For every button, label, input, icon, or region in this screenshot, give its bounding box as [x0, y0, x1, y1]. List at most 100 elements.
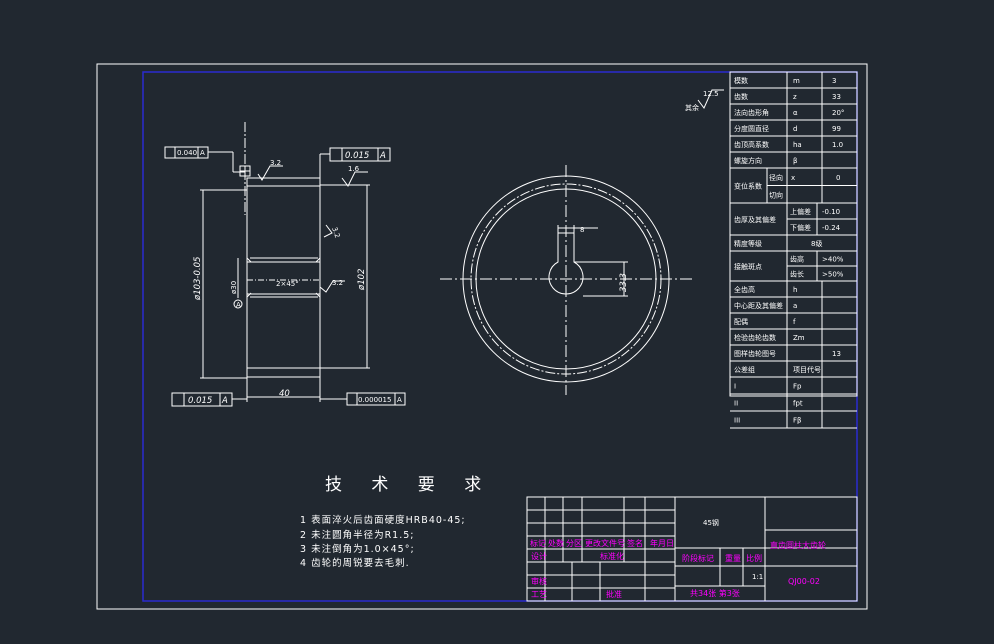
param-sub: 切向	[769, 190, 783, 199]
param-label: 齿数	[734, 92, 748, 101]
tol-bottom-right-ref: A	[397, 396, 402, 404]
tol-top-left-ref: A	[200, 149, 205, 157]
weight: 重量	[725, 553, 741, 563]
roughness-all-label: 其余	[685, 103, 699, 112]
hdr-4: 签名	[627, 538, 643, 548]
requirements-title: 技 术 要 求	[325, 475, 494, 495]
params-table	[730, 72, 857, 428]
param-value: >50%	[822, 271, 844, 279]
param-value: 1.0	[832, 141, 843, 149]
front-view	[440, 90, 724, 395]
param-label: 模数	[734, 76, 748, 85]
scale: 1:1	[752, 573, 763, 581]
requirement-2: 2 未注圆角半径为R1.5;	[300, 530, 415, 541]
title-block-text: 45钢 直齿圆柱大齿轮 QJ00-02 1:1 共34张 第3张 标记 处数 分…	[530, 518, 826, 599]
requirement-3: 3 未注倒角为1.0×45°;	[300, 544, 415, 555]
front-view-labels: 8 33.3 12.5 其余	[580, 90, 719, 292]
param-symbol: β	[793, 157, 797, 165]
hdr-2: 分区	[566, 539, 582, 548]
param-label: I	[734, 383, 736, 391]
param-symbol: Zm	[793, 334, 805, 342]
param-value: 3	[832, 77, 836, 85]
param-label: 精度等级	[734, 239, 762, 248]
dim-width: 40	[279, 389, 290, 399]
roughness-all: 12.5	[703, 90, 719, 98]
rough-top-right: 1.6	[348, 165, 360, 173]
tol-top-right: 0.015	[345, 151, 369, 161]
param-sub: 齿长	[790, 270, 804, 279]
param-value: 33	[832, 93, 841, 101]
param-label: 检验齿轮齿数	[734, 333, 776, 342]
param-sub: 上偏差	[790, 207, 811, 216]
param-value: >40%	[822, 256, 844, 264]
title-block	[527, 497, 857, 601]
param-symbol: x	[791, 174, 795, 182]
param-value: -0.24	[822, 224, 841, 232]
chamfer-label: 2×45°	[276, 280, 299, 288]
param-symbol: fpt	[793, 400, 803, 408]
keyway-depth: 33.3	[619, 273, 629, 292]
param-label: 齿顶高系数	[734, 140, 769, 149]
param-label: 接触斑点	[734, 262, 762, 271]
tol-bottom-left-ref: A	[221, 396, 228, 406]
param-sub: 下偏差	[790, 223, 811, 232]
requirement-4: 4 齿轮的周锐要去毛刺.	[300, 558, 410, 569]
param-symbol: α	[793, 109, 798, 117]
review: 审核	[531, 576, 547, 586]
hdr-5: 年月日	[650, 538, 674, 548]
dim-od: ø103-0.05	[193, 257, 203, 301]
param-value: 8级	[811, 239, 822, 248]
ratio: 比例	[746, 553, 762, 563]
tol-top-right-ref: A	[379, 151, 386, 161]
standard: 标准化	[600, 551, 624, 561]
param-symbol: 项目代号	[793, 365, 821, 374]
dim-bore: ø30	[230, 281, 238, 294]
param-value: 20°	[832, 109, 844, 117]
param-value: 0	[836, 174, 840, 182]
material: 45钢	[703, 518, 719, 527]
approve: 批准	[606, 589, 622, 599]
param-label: III	[734, 417, 740, 425]
param-label: 齿厚及其偏差	[734, 215, 776, 224]
tol-top-left: 0.040	[177, 149, 197, 157]
param-label: 中心距及其偏差	[734, 301, 783, 310]
sheets: 共34张 第3张	[690, 588, 740, 598]
param-symbol: a	[793, 302, 797, 310]
hdr-3: 更改文件号	[585, 538, 625, 548]
outer-frame	[97, 64, 867, 609]
param-symbol: d	[793, 125, 797, 133]
requirement-1: 1 表面淬火后齿面硬度HRB40-45;	[300, 515, 466, 526]
param-label: II	[734, 400, 738, 408]
param-symbol: m	[793, 77, 800, 85]
param-value: 13	[832, 350, 841, 358]
param-label: 配偶	[734, 317, 748, 326]
tol-bottom-left: 0.015	[188, 396, 212, 406]
rough-side: 3.2	[330, 226, 341, 239]
param-symbol: Fp	[793, 383, 802, 391]
param-label: 分度圆直径	[734, 124, 769, 133]
hdr-1: 处数	[548, 538, 564, 548]
keyway-width: 8	[580, 226, 584, 234]
tol-bottom-right: 0.000015	[358, 396, 391, 404]
param-symbol: z	[793, 93, 797, 101]
param-label: 全齿高	[734, 285, 755, 294]
datum-mark: A	[236, 301, 241, 309]
hdr-0: 标记	[530, 538, 546, 548]
param-label: 公差组	[734, 365, 755, 374]
process: 工艺	[531, 590, 547, 599]
section-view-labels: 0.040 A 0.015 A 0.015 A 0.000015 A 3.2 1…	[177, 149, 402, 406]
param-label: 法向齿形角	[734, 108, 769, 117]
stage: 阶段标记	[682, 553, 714, 563]
param-symbol: ha	[793, 141, 802, 149]
rough-mid-right: 3.2	[332, 279, 343, 287]
param-symbol: Fβ	[793, 417, 802, 425]
param-value: -0.10	[822, 208, 840, 216]
drawing-name: 直齿圆柱大齿轮	[770, 540, 826, 550]
param-sub: 径向	[769, 173, 783, 182]
param-sub: 齿高	[790, 255, 804, 264]
param-value: 99	[832, 125, 841, 133]
rough-top-left: 3.2	[270, 159, 281, 167]
param-label: 变位系数	[734, 182, 762, 191]
